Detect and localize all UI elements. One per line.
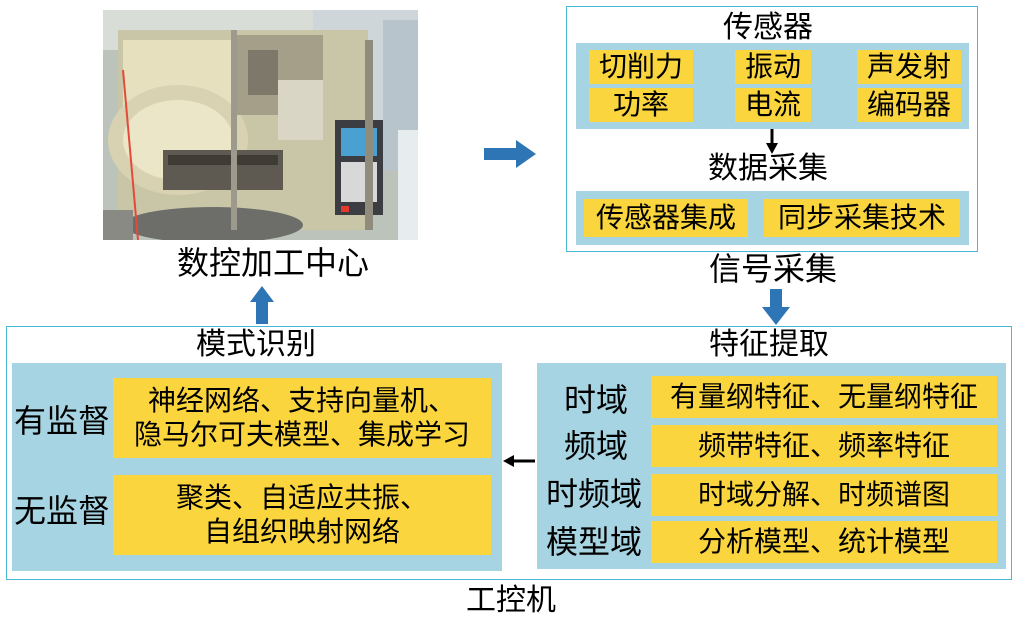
cnc-machine-illustration bbox=[103, 10, 418, 240]
pattern-row-unsupervised-label: 无监督 bbox=[14, 492, 111, 530]
pattern-row-supervised-label: 有监督 bbox=[14, 402, 111, 440]
feature-row-freq-label: 频域 bbox=[564, 427, 629, 465]
feature-row-time-value: 有量纲特征、无量纲特征 bbox=[651, 376, 997, 418]
feature-row-timefreq-value: 时域分解、时频谱图 bbox=[651, 474, 997, 516]
arrow-right-to-signal bbox=[484, 140, 536, 168]
feature-row-model-value: 分析模型、统计模型 bbox=[651, 521, 997, 563]
pattern-unsupervised-line-2: 自组织映射网络 bbox=[203, 515, 400, 548]
pattern-row-unsupervised-box: 聚类、自适应共振、 自组织映射网络 bbox=[113, 475, 491, 555]
pattern-title: 模式识别 bbox=[196, 327, 316, 362]
pattern-supervised-line-1: 神经网络、支持向量机、 bbox=[147, 384, 456, 417]
arrow-down-to-feature bbox=[762, 289, 790, 325]
acq-item-sensor-integration: 传感器集成 bbox=[584, 199, 748, 237]
ipc-caption: 工控机 bbox=[466, 583, 556, 618]
pattern-unsupervised-line-1: 聚类、自适应共振、 bbox=[175, 481, 428, 514]
feature-row-freq-value: 频带特征、频率特征 bbox=[651, 425, 997, 467]
sensor-item-encoder: 编码器 bbox=[857, 88, 961, 122]
sensor-title: 传感器 bbox=[723, 10, 813, 45]
signal-caption: 信号采集 bbox=[709, 250, 838, 288]
cnc-machine-photo bbox=[103, 10, 418, 240]
feature-row-model-label: 模型域 bbox=[546, 523, 643, 561]
sensor-item-acoustic-emission: 声发射 bbox=[857, 50, 961, 84]
arrow-down-sensor-to-acq bbox=[766, 129, 778, 154]
acq-title: 数据采集 bbox=[708, 151, 828, 186]
acq-item-sync-acquisition: 同步采集技术 bbox=[764, 199, 960, 237]
arrow-left-feature-to-pattern bbox=[503, 455, 535, 467]
arrow-up-to-machine bbox=[250, 286, 274, 324]
pattern-supervised-line-2: 隐马尔可夫模型、集成学习 bbox=[133, 418, 470, 451]
sensor-item-cutting-force: 切削力 bbox=[589, 50, 693, 84]
pattern-row-supervised-box: 神经网络、支持向量机、 隐马尔可夫模型、集成学习 bbox=[113, 378, 491, 458]
feature-row-timefreq-label: 时频域 bbox=[546, 475, 643, 513]
machine-caption: 数控加工中心 bbox=[177, 244, 370, 282]
feature-title: 特征提取 bbox=[709, 327, 829, 362]
sensor-item-vibration: 振动 bbox=[735, 50, 811, 84]
feature-row-time-label: 时域 bbox=[564, 381, 629, 419]
sensor-item-current: 电流 bbox=[735, 88, 811, 122]
sensor-item-power: 功率 bbox=[589, 88, 693, 122]
